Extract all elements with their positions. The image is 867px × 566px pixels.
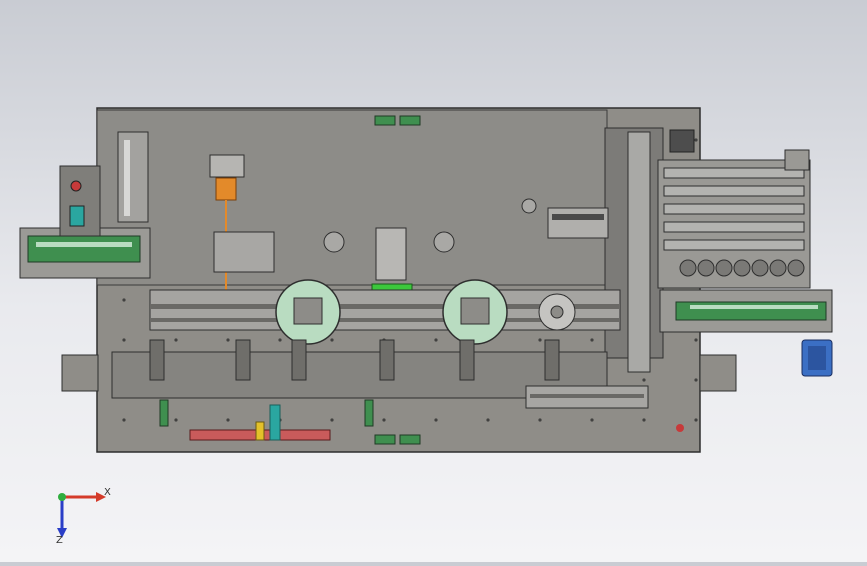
tray-rollers [679, 259, 805, 277]
y-axis-point [58, 493, 66, 501]
coordinate-triad: X Z [56, 487, 111, 546]
cable-chain[interactable] [215, 177, 237, 201]
rotary-table-right[interactable] [442, 279, 508, 345]
vertical-rail[interactable] [627, 131, 651, 373]
z-axis-label: Z [56, 535, 63, 546]
press-station[interactable] [375, 227, 407, 281]
lower-frame[interactable] [111, 351, 608, 399]
z-arrow-head [57, 528, 67, 538]
pneumatic-cylinder[interactable] [547, 207, 609, 239]
x-arrow-head [96, 492, 106, 502]
left-guide[interactable] [117, 131, 149, 223]
gripper-module[interactable] [209, 154, 245, 178]
rotary-table-left[interactable] [275, 279, 341, 345]
top-cover-panel[interactable] [96, 109, 608, 286]
x-axis-label: X [104, 487, 111, 498]
index-wheel[interactable] [538, 293, 576, 331]
